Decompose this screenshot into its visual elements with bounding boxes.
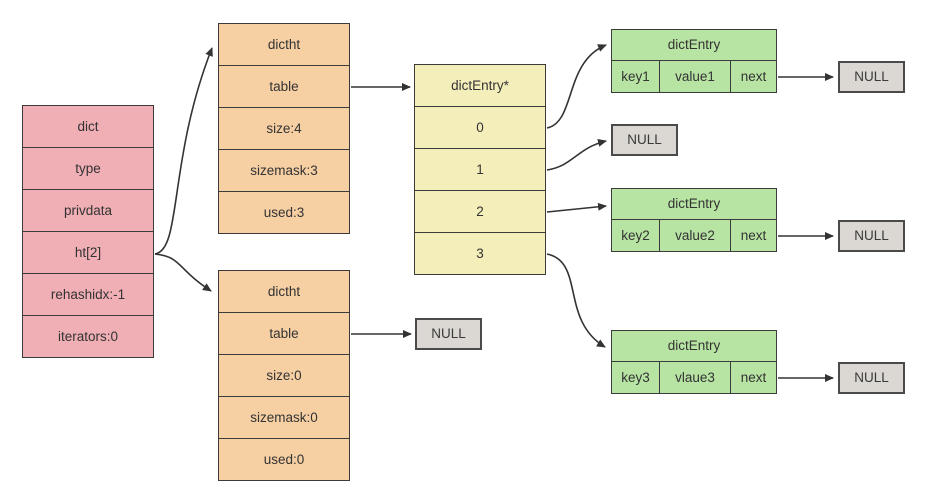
dictht-bottom-table: table (219, 312, 349, 354)
null-box-entry3-next: NULL (838, 362, 905, 394)
null-box-bucket1: NULL (611, 124, 678, 156)
dictht-bottom-size: size:0 (219, 354, 349, 396)
dictht-top-title: dictht (267, 37, 301, 52)
dict-entry-3-box: dictEntry key3 vlaue3 next (611, 330, 777, 394)
arrow-bucket1-to-null (546, 138, 607, 171)
dict-struct-box: dict type privdata ht[2] rehashidx:-1 it… (22, 105, 154, 358)
dict-row-rehashidx: rehashidx:-1 (23, 273, 153, 315)
bucket-2: 2 (415, 190, 545, 232)
dictht-top-size: size:4 (219, 107, 349, 149)
dict-row-iterators: iterators:0 (23, 315, 153, 357)
dictht-top-table: table (219, 65, 349, 107)
dict-entry-1-title: dictEntry (612, 30, 776, 61)
dict-entry-1-value: value1 (660, 61, 731, 92)
dict-entry-2-next: next (740, 228, 767, 243)
dictht-top-sizemask: sizemask:3 (219, 149, 349, 191)
dict-entry-3-key: key3 (612, 362, 660, 393)
arrow-bucket3-to-entry3 (546, 253, 606, 348)
arrow-ht2-to-dictht-bottom (154, 253, 212, 292)
dictht-top-used: used:3 (219, 191, 349, 233)
dict-row-ht: ht[2] (23, 231, 153, 273)
dict-entry-3-value: vlaue3 (660, 362, 731, 393)
dict-row-type: type (23, 147, 153, 189)
dict-entry-3-next: next (740, 370, 767, 385)
dict-entry-1-box: dictEntry key1 value1 next (611, 29, 777, 93)
dict-entry-3-title: dictEntry (612, 331, 776, 362)
dictht-bottom-box: dictht table size:0 sizemask:0 used:0 (218, 270, 350, 481)
arrow-bucket0-to-entry1 (546, 44, 607, 129)
bucket-0: 0 (415, 106, 545, 148)
arrow-bucket2-to-entry2 (546, 202, 607, 213)
bucket-array-title: dictEntry* (451, 78, 509, 93)
null-box-entry2-next: NULL (838, 220, 905, 252)
dict-entry-2-box: dictEntry key2 value2 next (611, 188, 777, 252)
dictht-top-box: dictht table size:4 sizemask:3 used:3 (218, 23, 350, 234)
dict-entry-1-next: next (740, 69, 767, 84)
bucket-array-box: dictEntry* 0 1 2 3 (414, 64, 546, 275)
dictht-bottom-used: used:0 (219, 438, 349, 480)
null-box-entry1-next: NULL (838, 61, 905, 93)
null-box-dictht-bottom-table: NULL (415, 318, 482, 350)
bucket-3: 3 (415, 232, 545, 274)
dict-row-title: dict (77, 119, 99, 134)
dict-entry-2-title: dictEntry (612, 189, 776, 220)
dictht-bottom-title: dictht (267, 284, 301, 299)
dict-row-privdata: privdata (23, 189, 153, 231)
arrow-ht2-to-dictht-top (154, 47, 213, 255)
dict-entry-1-key: key1 (612, 61, 660, 92)
dict-entry-2-value: value2 (660, 220, 731, 251)
dictht-bottom-sizemask: sizemask:0 (219, 396, 349, 438)
bucket-1: 1 (415, 148, 545, 190)
dict-entry-2-key: key2 (612, 220, 660, 251)
